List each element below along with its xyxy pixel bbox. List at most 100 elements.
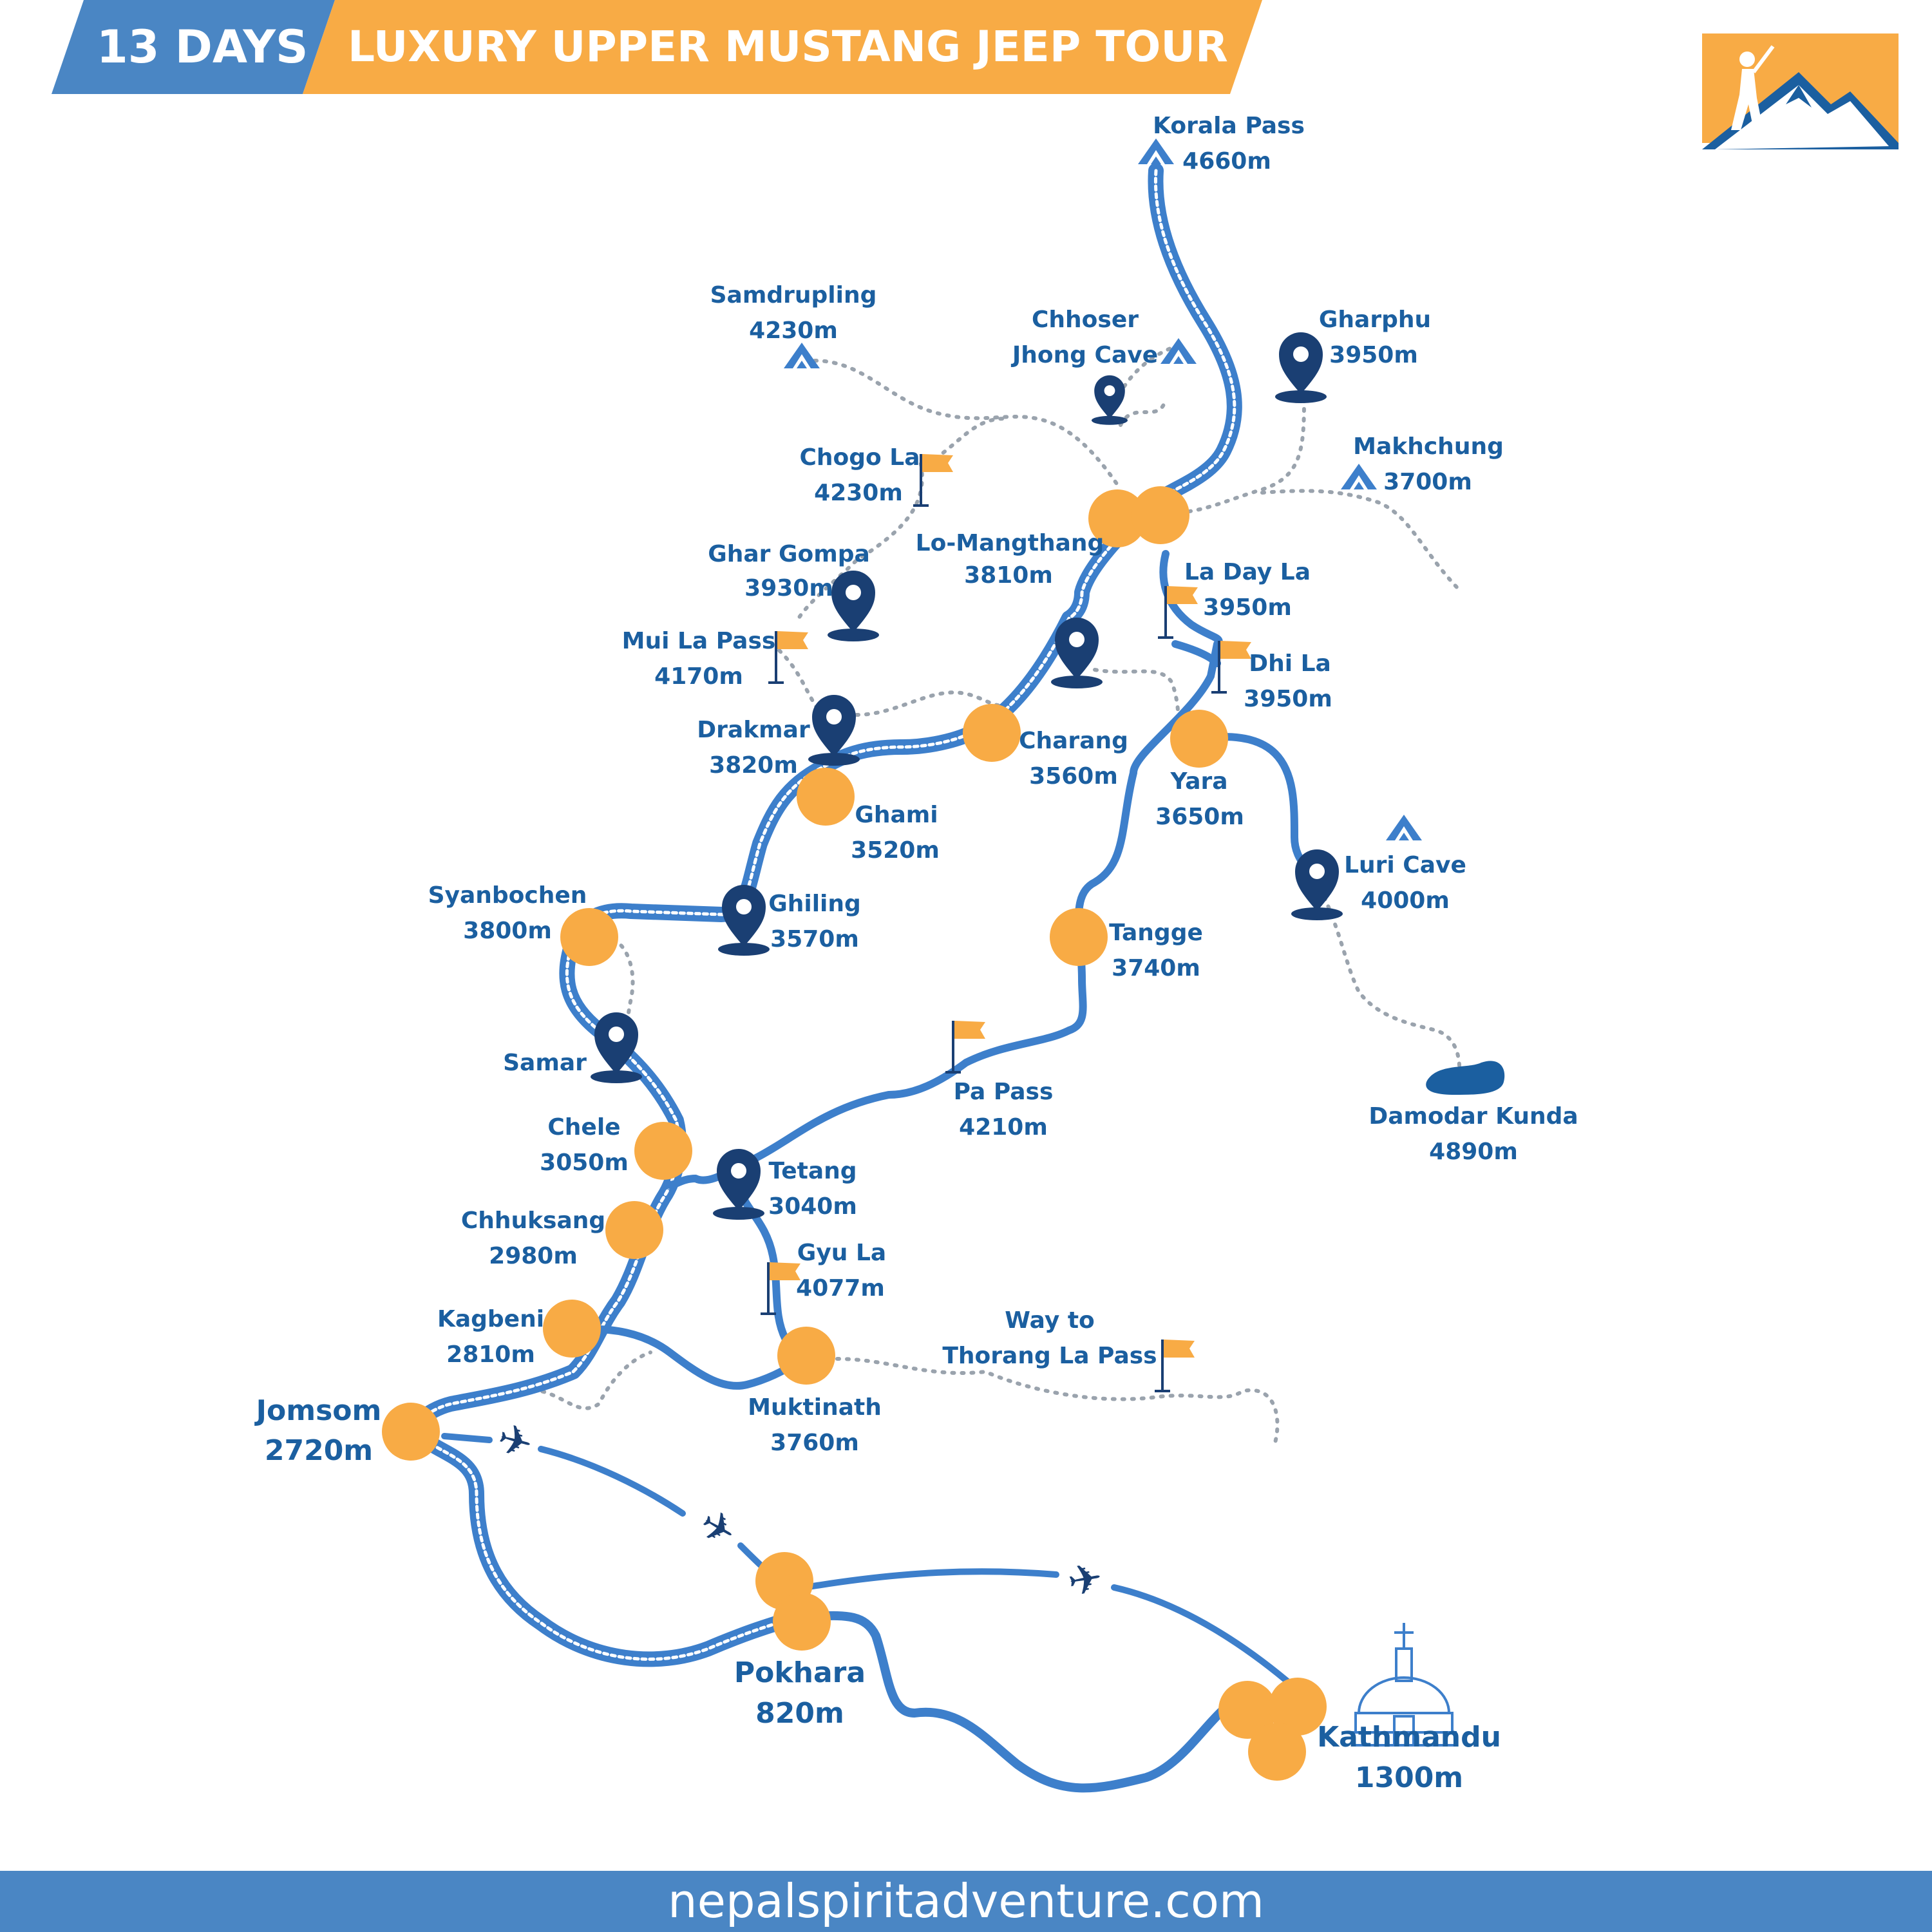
samar-pin-icon bbox=[591, 1012, 642, 1083]
ghiling-pin-icon bbox=[718, 885, 770, 956]
dhi-la-alt: 3950m bbox=[1244, 686, 1332, 712]
ghar-gompa-alt: 3930m bbox=[744, 575, 833, 601]
syanbochen-stop bbox=[560, 908, 618, 966]
damodar-kunda-lake-icon bbox=[1426, 1061, 1505, 1095]
plane-icon: ✈ bbox=[1064, 1554, 1106, 1607]
chele-stop bbox=[634, 1122, 692, 1180]
ghami-name: Ghami bbox=[855, 802, 938, 828]
lo-mangthang-stop bbox=[1088, 489, 1146, 547]
chele-alt: 3050m bbox=[540, 1150, 629, 1176]
charang-name: Charang bbox=[1019, 728, 1128, 754]
luri-cave-name: Luri Cave bbox=[1344, 852, 1466, 878]
dhi-la-name: Dhi La bbox=[1249, 650, 1331, 677]
ghami-stop bbox=[797, 768, 855, 826]
ghar-gompa-pin-icon bbox=[828, 571, 879, 641]
samar-name: Samar bbox=[503, 1050, 587, 1076]
samdrupling-name: Samdrupling bbox=[710, 282, 877, 308]
gyu-la-name: Gyu La bbox=[797, 1240, 886, 1266]
kathmandu-stop bbox=[1218, 1681, 1276, 1739]
stupa-icon bbox=[1351, 1623, 1457, 1747]
chhuksang-stop bbox=[605, 1201, 663, 1259]
chogo-la-name: Chogo La bbox=[799, 444, 920, 471]
luri-cave-pin-icon bbox=[1291, 849, 1343, 920]
chogo-la-alt: 4230m bbox=[814, 480, 903, 506]
pokhara-alt: 820m bbox=[755, 1697, 844, 1730]
gharphu-name: Gharphu bbox=[1319, 307, 1431, 333]
syanbochen-name: Syanbochen bbox=[428, 882, 587, 909]
ghiling-name: Ghiling bbox=[768, 891, 861, 917]
drakmar-alt: 3820m bbox=[709, 752, 798, 779]
ghiling-alt: 3570m bbox=[770, 926, 859, 952]
muktinath-alt: 3760m bbox=[770, 1430, 859, 1456]
makhchung-alt: 3700m bbox=[1383, 469, 1472, 495]
chele-name: Chele bbox=[547, 1114, 620, 1141]
tetang-pin-icon bbox=[713, 1149, 764, 1220]
stop-markers bbox=[382, 486, 1327, 1781]
gharphu-alt: 3950m bbox=[1329, 342, 1418, 368]
gharphu-pin-icon bbox=[1275, 332, 1327, 403]
damodar-kunda-name: Damodar Kunda bbox=[1368, 1103, 1578, 1130]
plane-icon: ✈ bbox=[492, 1414, 538, 1469]
luri-cave-alt: 4000m bbox=[1361, 887, 1450, 914]
ghar-gompa-name: Ghar Gompa bbox=[708, 541, 870, 567]
chhuksang-name: Chhuksang bbox=[461, 1208, 605, 1234]
chhoser-pin-icon bbox=[1092, 375, 1128, 425]
kathmandu-stop bbox=[1248, 1723, 1306, 1781]
footer-bar bbox=[0, 1871, 1932, 1932]
kagbeni-name: Kagbeni bbox=[437, 1306, 544, 1332]
gyu-la-alt: 4077m bbox=[796, 1275, 885, 1302]
lo-mangthang-name: Lo-Mangthang bbox=[916, 530, 1104, 556]
yara-name: Yara bbox=[1170, 768, 1227, 795]
pa-pass-alt: 4210m bbox=[959, 1114, 1048, 1141]
kagbeni-stop bbox=[543, 1300, 601, 1358]
samdrupling-alt: 4230m bbox=[749, 317, 838, 344]
ghami-alt: 3520m bbox=[851, 837, 940, 864]
makhchung-name: Makhchung bbox=[1353, 433, 1504, 460]
kathmandu-alt: 1300m bbox=[1355, 1761, 1463, 1794]
korala-pass-peak-icon bbox=[1138, 138, 1174, 164]
lo-mangthang-stop bbox=[1132, 486, 1189, 544]
yara-alt: 3650m bbox=[1155, 804, 1244, 830]
luri-cave-peak-icon bbox=[1386, 815, 1422, 840]
thorang-name: Way to bbox=[1005, 1307, 1095, 1334]
charang-pin-icon bbox=[1051, 618, 1103, 688]
jomsom-name: Jomsom bbox=[254, 1394, 382, 1427]
kagbeni-alt: 2810m bbox=[446, 1341, 535, 1368]
la-day-la-name: La Day La bbox=[1184, 559, 1311, 585]
muktinath-stop bbox=[777, 1327, 835, 1385]
charang-alt: 3560m bbox=[1029, 763, 1118, 790]
chhoser-name: Chhoser bbox=[1032, 307, 1139, 333]
tangge-name: Tangge bbox=[1109, 920, 1203, 946]
yara-stop bbox=[1170, 710, 1228, 768]
plane-icon: ✈ bbox=[691, 1499, 744, 1558]
title-banner bbox=[303, 0, 1262, 94]
website-link[interactable]: nepalspiritadventure.com bbox=[667, 1874, 1264, 1928]
muktinath-name: Muktinath bbox=[748, 1394, 882, 1421]
la-day-la-alt: 3950m bbox=[1203, 594, 1292, 621]
thorang-la-flag-icon bbox=[1153, 1338, 1196, 1392]
thorang-name2: Thorang La Pass bbox=[942, 1343, 1157, 1369]
jomsom-alt: 2720m bbox=[265, 1434, 373, 1467]
chhoser-cave-peak-icon bbox=[1160, 338, 1197, 364]
kathmandu-stop bbox=[1269, 1678, 1327, 1736]
tetang-alt: 3040m bbox=[768, 1193, 857, 1220]
lo-mangthang-alt: 3810m bbox=[964, 562, 1053, 589]
chhuksang-alt: 2980m bbox=[489, 1243, 578, 1269]
kathmandu-name: Kathmandu bbox=[1317, 1721, 1501, 1754]
samdrupling-peak-icon bbox=[784, 343, 820, 368]
charang-stop bbox=[963, 704, 1021, 762]
brand-logo bbox=[1702, 33, 1899, 149]
days-banner bbox=[52, 0, 335, 94]
page-title: LUXURY UPPER MUSTANG JEEP TOUR bbox=[348, 22, 1228, 71]
makhchung-peak-icon bbox=[1341, 464, 1377, 489]
korala-pass-name: Korala Pass bbox=[1153, 113, 1305, 139]
tangge-stop bbox=[1050, 908, 1108, 966]
place-labels: Korala Pass 4660m Samdrupling 4230m Chho… bbox=[254, 113, 1578, 1794]
mui-la-pass-name: Mui La Pass bbox=[622, 628, 776, 654]
tangge-alt: 3740m bbox=[1112, 955, 1200, 981]
drakmar-name: Drakmar bbox=[697, 717, 810, 743]
chhoser-name2: Jhong Cave bbox=[1010, 342, 1158, 368]
syanbochen-alt: 3800m bbox=[463, 918, 552, 944]
jomsom-stop bbox=[382, 1403, 440, 1461]
